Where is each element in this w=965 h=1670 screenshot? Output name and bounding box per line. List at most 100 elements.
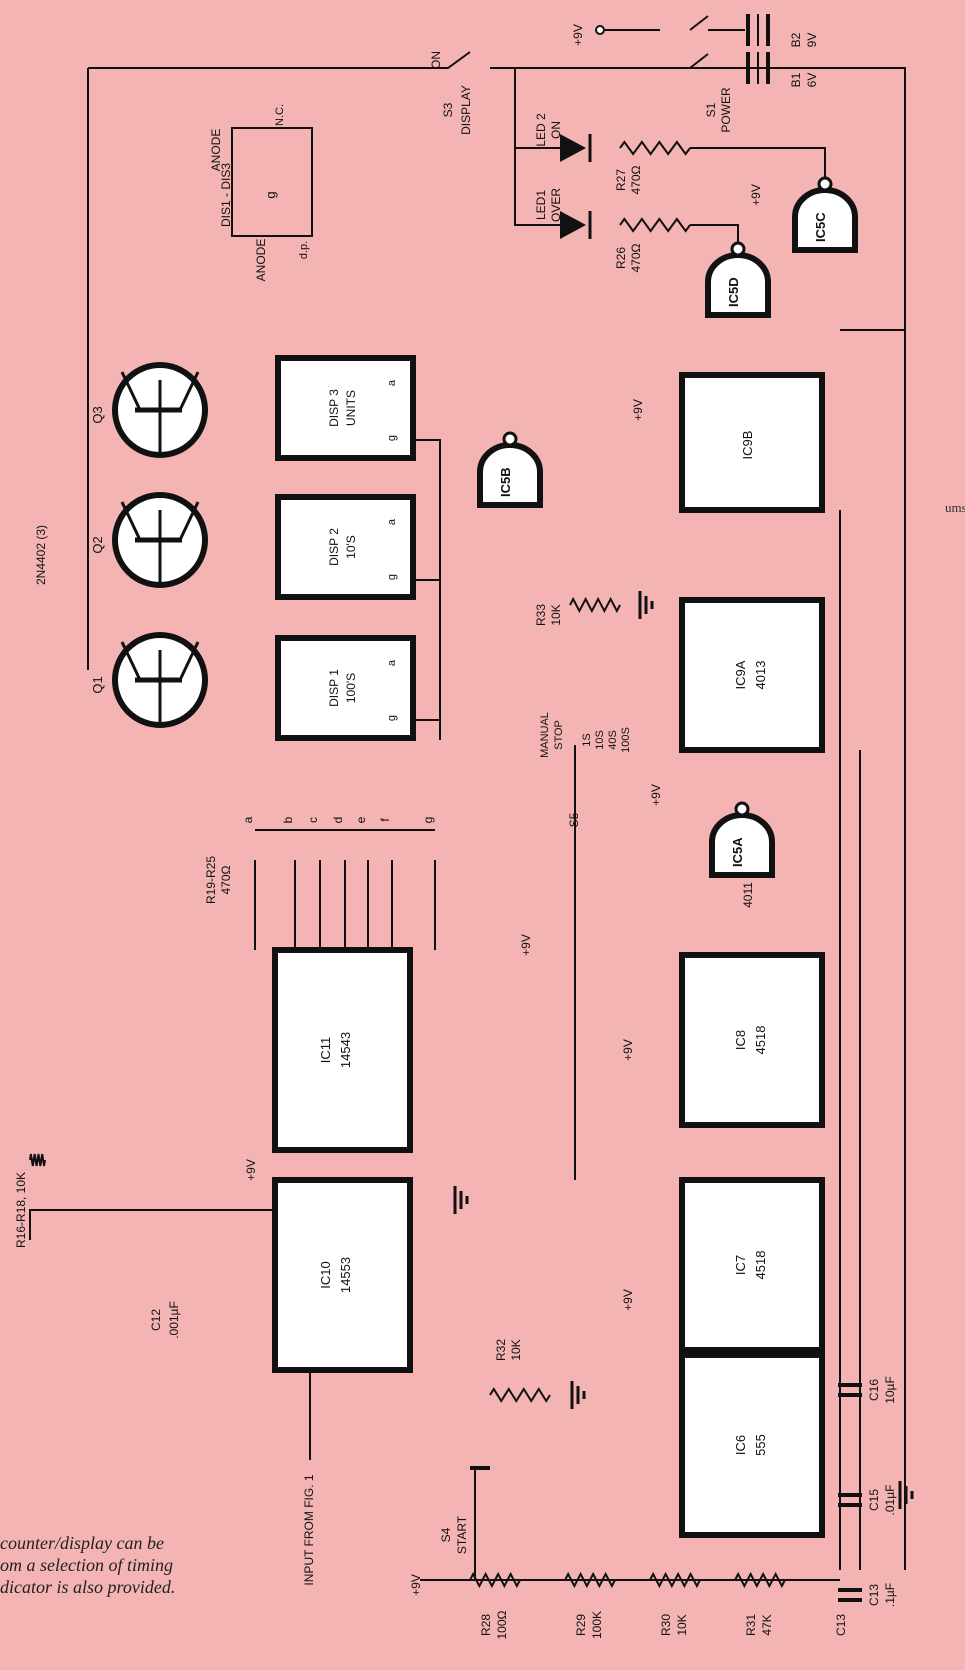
segment-label-f: f bbox=[378, 818, 392, 822]
s3-label-2: DISPLAY bbox=[459, 85, 473, 135]
ic5a-type-label: 4011 bbox=[741, 882, 755, 908]
disp3-label: DISP 3 bbox=[327, 389, 341, 427]
ic8-label: IC8 bbox=[733, 1030, 748, 1050]
dp-label: d.p. bbox=[298, 241, 310, 259]
disp2-label-2: 10'S bbox=[344, 535, 358, 559]
disp2-label: DISP 2 bbox=[327, 528, 341, 566]
led2-label-2: ON bbox=[549, 121, 563, 139]
b2-label-2: 9V bbox=[805, 33, 819, 48]
ic10-box-inner bbox=[283, 1188, 402, 1362]
q2-transistor-emitter bbox=[120, 501, 142, 541]
time-label-3: 100S bbox=[620, 727, 632, 753]
c15-label: C15 bbox=[867, 1489, 881, 1511]
r33-label: R33 bbox=[534, 604, 548, 626]
b1-label: B1 bbox=[789, 72, 803, 87]
s5-plus9-label: +9V bbox=[519, 934, 533, 956]
segment-g-label: g bbox=[263, 191, 278, 198]
resistor bbox=[619, 140, 691, 156]
time-label-1: 10S bbox=[594, 730, 606, 750]
r26-label: R26 bbox=[614, 247, 628, 269]
display-unit-outline bbox=[231, 127, 313, 237]
r32-label-2: 10K bbox=[509, 1339, 523, 1360]
ic6-box-inner bbox=[690, 1363, 814, 1527]
led1-label-2: OVER bbox=[549, 188, 563, 222]
ic9a-label: IC9A bbox=[733, 660, 748, 689]
bottom-plus9-label: +9V bbox=[409, 1574, 423, 1596]
r31-label: R31 bbox=[744, 1614, 758, 1636]
led2-label: LED 2 bbox=[534, 113, 548, 147]
ic11-label-2: 14543 bbox=[338, 1032, 353, 1068]
s4-label: S4 bbox=[439, 1527, 453, 1542]
disp2-box-inner bbox=[286, 505, 405, 589]
ic9a-plus9-label: +9V bbox=[649, 784, 663, 806]
resistor bbox=[649, 1571, 701, 1589]
ic5d-gate-label: IC5D bbox=[726, 277, 741, 307]
segment-label-d: d bbox=[331, 817, 345, 824]
led-diode bbox=[560, 134, 586, 162]
s3-label: S3 bbox=[441, 102, 455, 117]
q1-transistor-emitter bbox=[120, 641, 142, 681]
manual-label: MANUAL bbox=[539, 712, 551, 758]
time-label-0: 1S bbox=[581, 733, 593, 746]
disp1-label: DISP 1 bbox=[327, 669, 341, 707]
right-rail-wire bbox=[490, 67, 906, 1570]
ic9b-plus9-label: +9V bbox=[631, 399, 645, 421]
led-wire bbox=[514, 68, 560, 226]
r27-wire bbox=[690, 147, 826, 190]
resistor bbox=[569, 596, 621, 614]
c13-label-2: .1µF bbox=[883, 1583, 897, 1607]
ic5d-gate-bubble bbox=[730, 241, 746, 257]
q1-transistor-label: Q1 bbox=[90, 676, 105, 693]
disp3-box-inner bbox=[286, 366, 405, 450]
resistor bbox=[469, 1571, 521, 1589]
q3-transistor-collector bbox=[178, 371, 200, 411]
ic5a-gate-label: IC5A bbox=[730, 837, 745, 867]
resistor bbox=[619, 217, 691, 233]
ic8-box-inner bbox=[690, 963, 814, 1117]
margin-fragment: ums bbox=[945, 500, 965, 515]
b2-label: B2 bbox=[789, 32, 803, 47]
dis-header-label: DIS1 - DIS3 bbox=[219, 163, 233, 227]
b1-label-2: 6V bbox=[805, 73, 819, 88]
input-label: INPUT FROM FIG. 1 bbox=[302, 1474, 316, 1585]
ic11-label: IC11 bbox=[318, 1037, 333, 1064]
plus9-top-label: +9V bbox=[571, 24, 585, 46]
c13-bottom-label: C13 bbox=[834, 1614, 848, 1636]
caption-line-2: om a selection of timing bbox=[0, 1555, 173, 1575]
disp1-pin-a: a bbox=[386, 659, 398, 666]
ic8-label-2: 4518 bbox=[753, 1026, 768, 1055]
ic6-label-2: 555 bbox=[753, 1434, 768, 1456]
q2-transistor-label: Q2 bbox=[90, 536, 105, 553]
time-label-2: 40S bbox=[607, 730, 619, 750]
disp3-label-2: UNITS bbox=[344, 390, 358, 426]
r27-label: R27 bbox=[614, 169, 628, 191]
ic8-plus9-label: +9V bbox=[621, 1039, 635, 1061]
ic11-box-inner bbox=[283, 958, 402, 1142]
figure-caption: counter/display can be om a selection of… bbox=[0, 1532, 260, 1598]
r29-label-2: 100K bbox=[590, 1611, 604, 1639]
r28-label-2: 100Ω bbox=[495, 1610, 509, 1639]
ic5c-plus9-label: +9V bbox=[749, 184, 763, 206]
top-rail-wire bbox=[88, 51, 471, 69]
r26-label-2: 470Ω bbox=[629, 243, 643, 272]
c16-label-2: 10µF bbox=[883, 1376, 897, 1404]
c12-label-2: .001µF bbox=[167, 1301, 181, 1339]
ic7-box-inner bbox=[690, 1188, 814, 1342]
c13-label: C13 bbox=[867, 1584, 881, 1606]
c16-label: C16 bbox=[867, 1379, 881, 1401]
q2-transistor-collector bbox=[178, 501, 200, 541]
disp3-pin-g: g bbox=[386, 435, 398, 441]
segment-bus-wire bbox=[415, 439, 441, 740]
segment-label-a: a bbox=[241, 816, 255, 823]
c15-label-2: .01µF bbox=[883, 1485, 897, 1516]
r28-label: R28 bbox=[479, 1614, 493, 1636]
resistor bbox=[489, 1387, 551, 1403]
caption-line-1: counter/display can be bbox=[0, 1533, 164, 1553]
r31-label-2: 47K bbox=[760, 1614, 774, 1635]
transistor-type-label: 2N4402 (3) bbox=[34, 525, 48, 585]
disp2-pin-g: g bbox=[386, 574, 398, 580]
r32-label: R32 bbox=[494, 1339, 508, 1361]
ic9b-label: IC9B bbox=[740, 431, 755, 460]
ic10-plus9-label: +9V bbox=[244, 1159, 258, 1181]
